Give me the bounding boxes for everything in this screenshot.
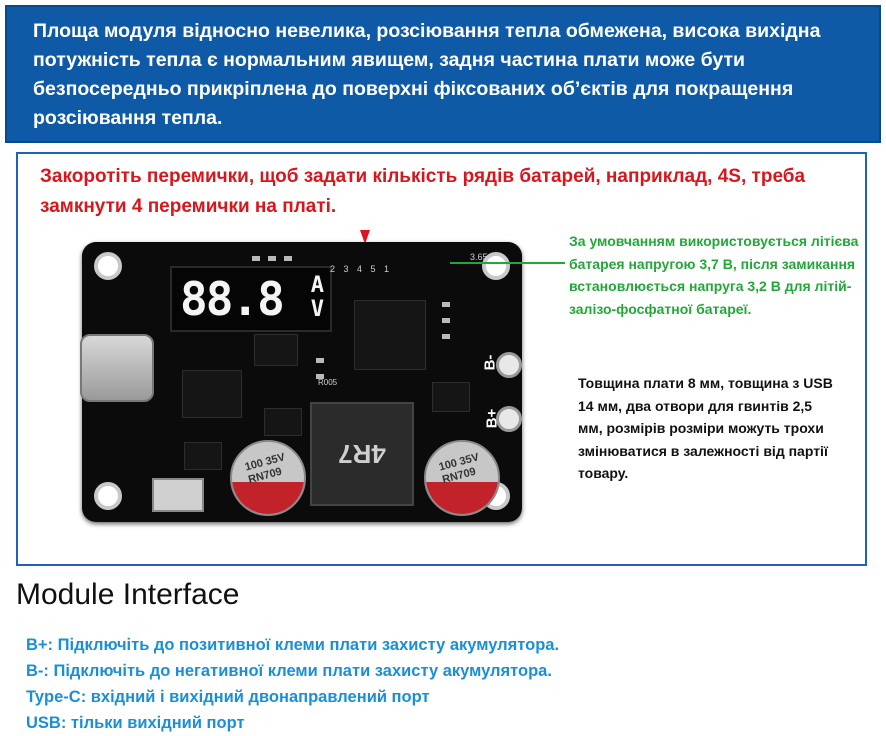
b-minus-pad [496, 352, 522, 378]
mosfet-chip [254, 334, 298, 366]
capacitor-stripe [232, 482, 304, 514]
mount-hole-icon [482, 252, 510, 280]
mosfet-chip [184, 442, 222, 470]
display-unit-v: V [310, 297, 324, 322]
smd-part [316, 358, 324, 363]
mosfet-chip [432, 382, 470, 412]
info-banner: Площа модуля відносно невелика, розсіюва… [5, 5, 881, 143]
usb-c-port [80, 334, 154, 402]
smd-part [268, 256, 276, 261]
jumper-numbers: 2 3 4 5 1 [330, 264, 393, 274]
led-display: 88.8 A V [170, 266, 332, 332]
smd-part [442, 318, 450, 323]
capacitor-stripe [426, 482, 498, 514]
capacitor-left: 100 35V RN709 [230, 440, 306, 516]
b-plus-pad [496, 406, 522, 432]
section-heading: Module Interface [16, 578, 240, 611]
capacitor-right: 100 35V RN709 [424, 440, 500, 516]
display-units: A V [311, 274, 324, 322]
mount-hole-icon [94, 482, 122, 510]
jumper-note: Закоротіть перемички, щоб задати кількіс… [40, 166, 806, 217]
red-arrow-icon [360, 230, 370, 244]
green-arrow-icon [450, 262, 565, 264]
dimensions-note: Товщина плати 8 мм, товщина з USB 14 мм,… [578, 375, 833, 481]
mount-hole-icon [94, 252, 122, 280]
mosfet-chip [264, 408, 302, 436]
controller-chip [354, 300, 426, 370]
default-battery-note: За умовчанням використовується літієва б… [569, 233, 859, 317]
interface-item-b-plus: B+: Підключіть до позитивної клеми плати… [26, 636, 560, 654]
banner-text: Площа модуля відносно невелика, розсіюва… [33, 20, 821, 129]
smd-part [442, 302, 450, 307]
smd-part [252, 256, 260, 261]
smd-part [442, 334, 450, 339]
smd-part [316, 374, 324, 379]
pcb-board-image: 88.8 A V 2 3 4 5 1 3.65 R005 4R7 100 35V… [80, 242, 522, 522]
smd-part [284, 256, 292, 261]
inductor: 4R7 [310, 402, 414, 506]
ic-chip [182, 370, 242, 418]
display-unit-a: A [310, 273, 324, 298]
interface-item-type-c: Type-C: вхідний і вихідний двонаправлени… [26, 688, 430, 706]
jumper-value: 3.65 [470, 252, 488, 262]
display-digits: 88.8 [180, 272, 285, 326]
resistor-label: R005 [318, 378, 338, 387]
interface-list: B+: Підключіть до позитивної клеми плати… [26, 632, 846, 736]
interface-item-usb: USB: тільки вихідний порт [26, 714, 245, 732]
interface-item-b-minus: B-: Підключіть до негативної клеми плати… [26, 662, 552, 680]
slide-switch [152, 478, 204, 512]
board-frame: Закоротіть перемички, щоб задати кількіс… [16, 152, 867, 566]
